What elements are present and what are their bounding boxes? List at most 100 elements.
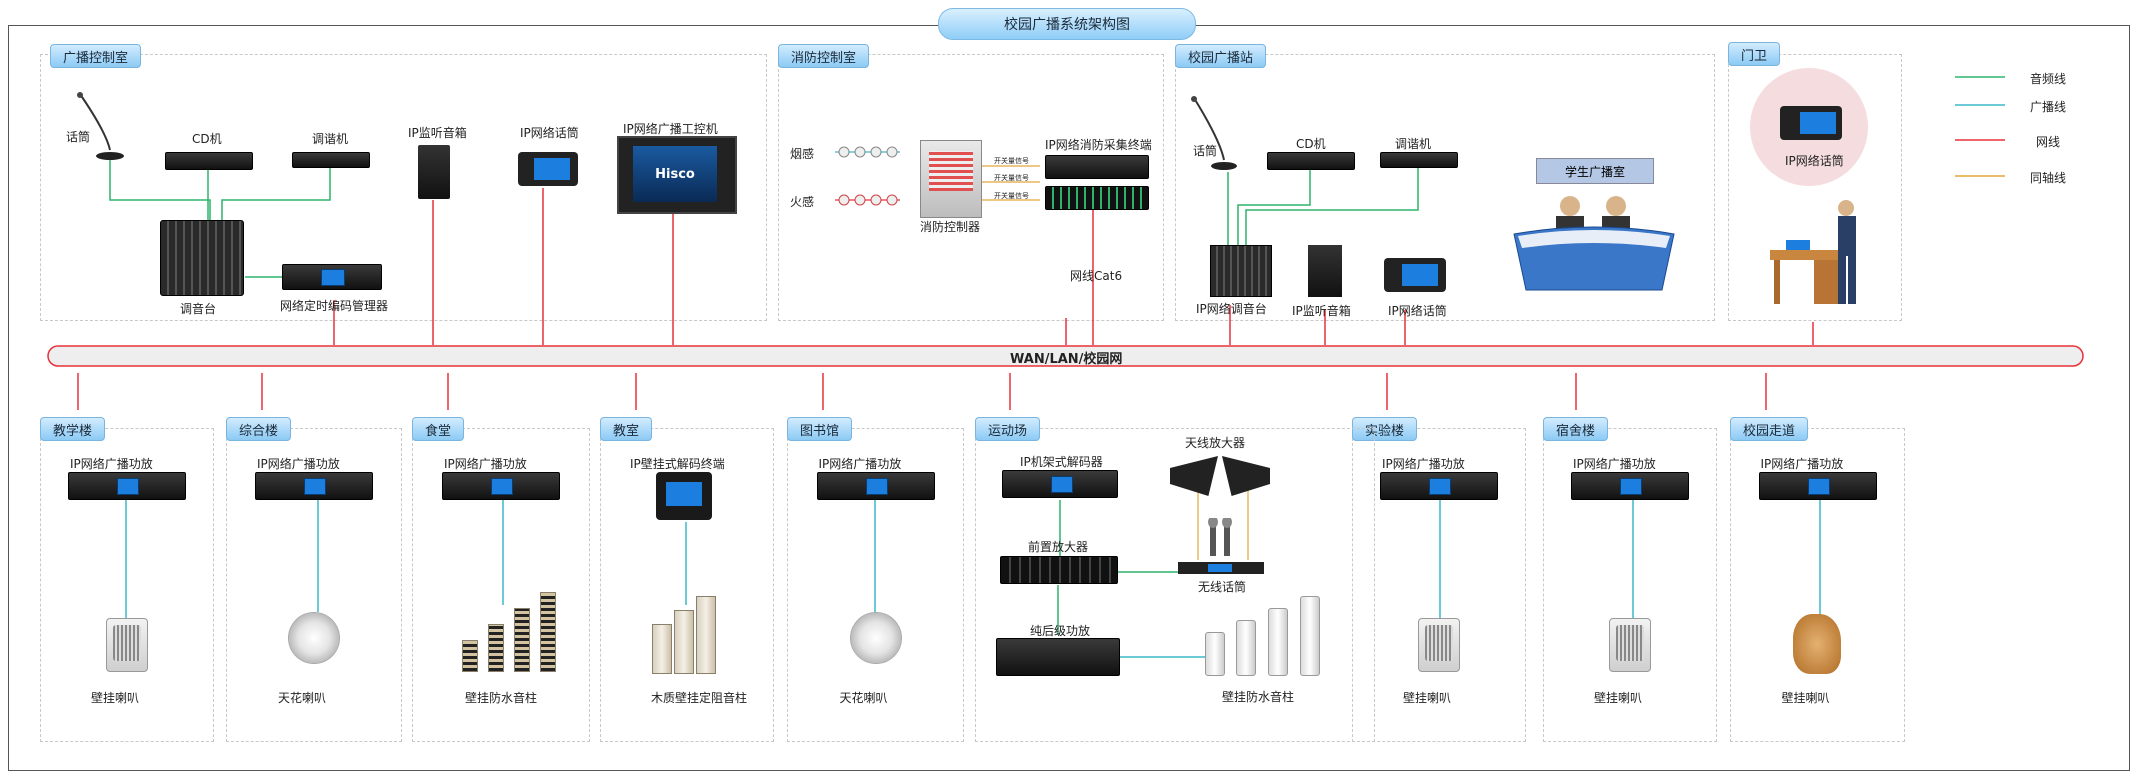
legend-coax: 同轴线 (2030, 171, 2067, 185)
ip-paging-label: IP网络话筒 (520, 126, 579, 140)
terminal-tag: 宿舍楼 (1543, 417, 1609, 441)
guard-paging-label: IP网络话筒 (1785, 154, 1844, 168)
guard-tag: 门卫 (1728, 42, 1781, 66)
wall-speaker-icon (106, 618, 148, 672)
monitor-speaker-icon (418, 145, 450, 199)
terminal-speaker-label: 天花喇叭 (839, 691, 888, 705)
signal-label-2: 开关量信号 (994, 174, 1029, 182)
fire-controller-icon (920, 140, 982, 218)
amplifier-icon (442, 472, 560, 500)
terminal-zone-border (40, 428, 214, 742)
diagram-title: 校园广播系统架构图 (938, 8, 1196, 40)
terminal-zone-border (226, 428, 402, 742)
wood-column-icon (652, 624, 672, 674)
guard-desk-icon (1768, 198, 1864, 308)
campus-station-zone (1175, 54, 1715, 321)
station-mic-label: 话筒 (1193, 144, 1218, 158)
fire-collector-icon-1 (1045, 155, 1149, 179)
mixer-icon (160, 220, 244, 296)
tuner-label: 调谐机 (312, 132, 349, 146)
column-speaker-2 (1236, 620, 1256, 676)
amp-icon (996, 638, 1120, 676)
sports-decoder-label: IP机架式解码器 (1020, 455, 1103, 469)
column-speaker-4 (1300, 596, 1320, 676)
rock-speaker-icon (1792, 614, 1841, 674)
terminal-zone-border (1730, 428, 1905, 742)
terminal-speaker-label: 天花喇叭 (278, 691, 327, 705)
fire-collector-icon-2 (1045, 186, 1149, 210)
amplifier-icon (255, 472, 373, 500)
ip-workstation-label: IP网络广播工控机 (623, 122, 718, 136)
fire-label: 火感 (790, 195, 815, 209)
guard-zone (1728, 54, 1902, 321)
terminal-speaker-label: 壁挂喇叭 (1781, 691, 1830, 705)
station-paging-icon (1384, 258, 1446, 292)
amplifier-icon (1571, 472, 1689, 500)
broadcast-room-tag: 广播控制室 (50, 44, 142, 68)
wireless-mic-icon (1178, 518, 1264, 576)
station-paging-label: IP网络话筒 (1388, 304, 1447, 318)
terminal-device-label: IP网络广播功放 (1760, 457, 1844, 471)
amplifier-icon (68, 472, 186, 500)
sports-speaker-label: 壁挂防水音柱 (1222, 690, 1295, 704)
preamp-icon (1000, 556, 1118, 584)
terminal-tag: 综合楼 (226, 417, 292, 441)
terminal-speaker-label: 木质壁挂定阻音柱 (651, 691, 748, 705)
station-cd-icon (1267, 152, 1355, 170)
terminal-device-label: IP网络广播功放 (1382, 457, 1465, 471)
cd-player-icon (165, 152, 253, 170)
paging-console-icon (518, 152, 578, 186)
campus-station-tag: 校园广播站 (1175, 44, 1267, 68)
workstation-screen: Hisco (633, 146, 717, 202)
cd-label: CD机 (192, 132, 222, 146)
amplifier-icon (1758, 472, 1877, 500)
fire-room-tag: 消防控制室 (778, 44, 870, 68)
sports-tag: 运动场 (975, 417, 1041, 441)
terminal-tag: 校园走道 (1730, 417, 1809, 441)
broadcast-room-zone (40, 54, 767, 321)
fire-room-zone (778, 54, 1164, 321)
preamp-label: 前置放大器 (1028, 540, 1089, 554)
ceiling-speaker-icon (849, 612, 902, 664)
terminal-device-label: IP网络广播功放 (257, 457, 340, 471)
terminal-speaker-label: 壁挂喇叭 (1594, 691, 1643, 705)
terminal-tag: 教室 (600, 417, 653, 441)
terminal-speaker-label: 壁挂喇叭 (1403, 691, 1452, 705)
timer-manager-icon (282, 264, 382, 290)
sports-zone (975, 428, 1375, 742)
terminal-zone-border (412, 428, 590, 742)
legend-audio: 音频线 (2030, 72, 2067, 86)
station-monitor-label: IP监听音箱 (1292, 304, 1351, 318)
terminal-device-label: IP网络广播功放 (818, 457, 902, 471)
terminal-device-label: IP网络广播功放 (444, 457, 527, 471)
terminal-device-label: IP壁挂式解码终端 (630, 457, 725, 471)
wood-column-icon (674, 610, 694, 674)
wall-decoder-icon (656, 472, 712, 520)
signal-label-3: 开关量信号 (994, 192, 1029, 200)
terminal-tag: 图书馆 (787, 417, 853, 441)
legend-broadcast: 广播线 (2030, 100, 2067, 114)
timer-manager-label: 网络定时编码管理器 (280, 299, 389, 313)
ip-monitor-label: IP监听音箱 (408, 126, 467, 140)
fire-collector-label: IP网络消防采集终端 (1045, 138, 1152, 152)
station-cd-label: CD机 (1296, 137, 1326, 151)
mixer-label: 调音台 (180, 302, 217, 316)
terminal-speaker-label: 壁挂喇叭 (91, 691, 140, 705)
legend-network: 网线 (2036, 135, 2061, 149)
waterproof-column-icon (540, 592, 556, 672)
terminal-zone-border (1352, 428, 1526, 742)
terminal-tag: 食堂 (412, 417, 465, 441)
column-speaker-1 (1205, 632, 1225, 676)
fire-controller-label: 消防控制器 (920, 220, 981, 234)
waterproof-column-icon (514, 608, 530, 672)
station-tuner-icon (1380, 152, 1458, 168)
station-mic-icon (1190, 96, 1238, 172)
terminal-device-label: IP网络广播功放 (70, 457, 153, 471)
ip-mixer-label: IP网络调音台 (1196, 302, 1267, 316)
terminal-tag: 实验楼 (1352, 417, 1418, 441)
amp-label: 纯后级功放 (1030, 624, 1091, 638)
amplifier-icon (816, 472, 935, 500)
workstation-icon: Hisco (617, 136, 737, 214)
sports-decoder-icon (1002, 470, 1118, 498)
